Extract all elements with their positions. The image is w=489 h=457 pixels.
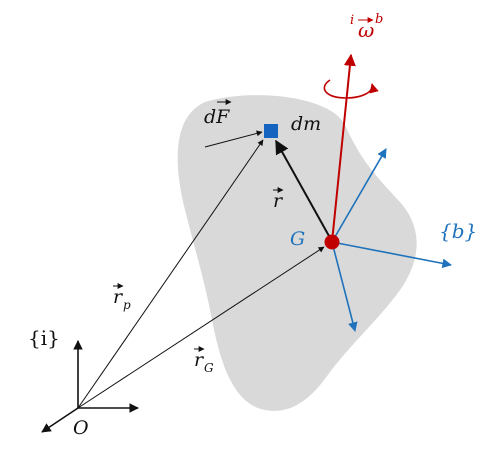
r-vector — [275, 139, 330, 237]
r-p-label: r p — [113, 283, 131, 312]
dF-arrow — [204, 130, 263, 148]
svg-text:p: p — [123, 298, 131, 312]
omega-vector — [331, 53, 356, 243]
svg-text:G: G — [204, 361, 214, 375]
body-frame-label: {b} — [439, 219, 477, 243]
dF-label: dF — [204, 99, 232, 128]
svg-text:r: r — [113, 286, 124, 308]
svg-text:i: i — [350, 13, 354, 28]
inertial-z-axis — [41, 407, 79, 433]
inertial-frame-label: {i} — [28, 326, 60, 350]
r-G-label: r G — [194, 346, 214, 375]
mass-element-square — [264, 124, 278, 138]
body-axis-3 — [331, 241, 358, 332]
rotation-arrow-icon — [323, 79, 379, 99]
r-p-vector — [77, 139, 264, 409]
omega-label: i ω b — [350, 12, 383, 42]
r-G-vector — [77, 246, 325, 409]
svg-text:ω: ω — [358, 18, 374, 42]
body-axis-1 — [331, 148, 387, 243]
dm-label: dm — [291, 113, 321, 135]
r-label: r — [273, 187, 284, 212]
body-axis-2 — [331, 241, 452, 269]
svg-text:r: r — [273, 190, 284, 212]
svg-text:dF: dF — [204, 106, 230, 128]
svg-text:r: r — [194, 349, 205, 371]
origin-label: O — [73, 417, 89, 439]
G-label: G — [290, 228, 305, 250]
center-of-mass-dot — [324, 234, 340, 250]
svg-text:b: b — [375, 12, 383, 27]
